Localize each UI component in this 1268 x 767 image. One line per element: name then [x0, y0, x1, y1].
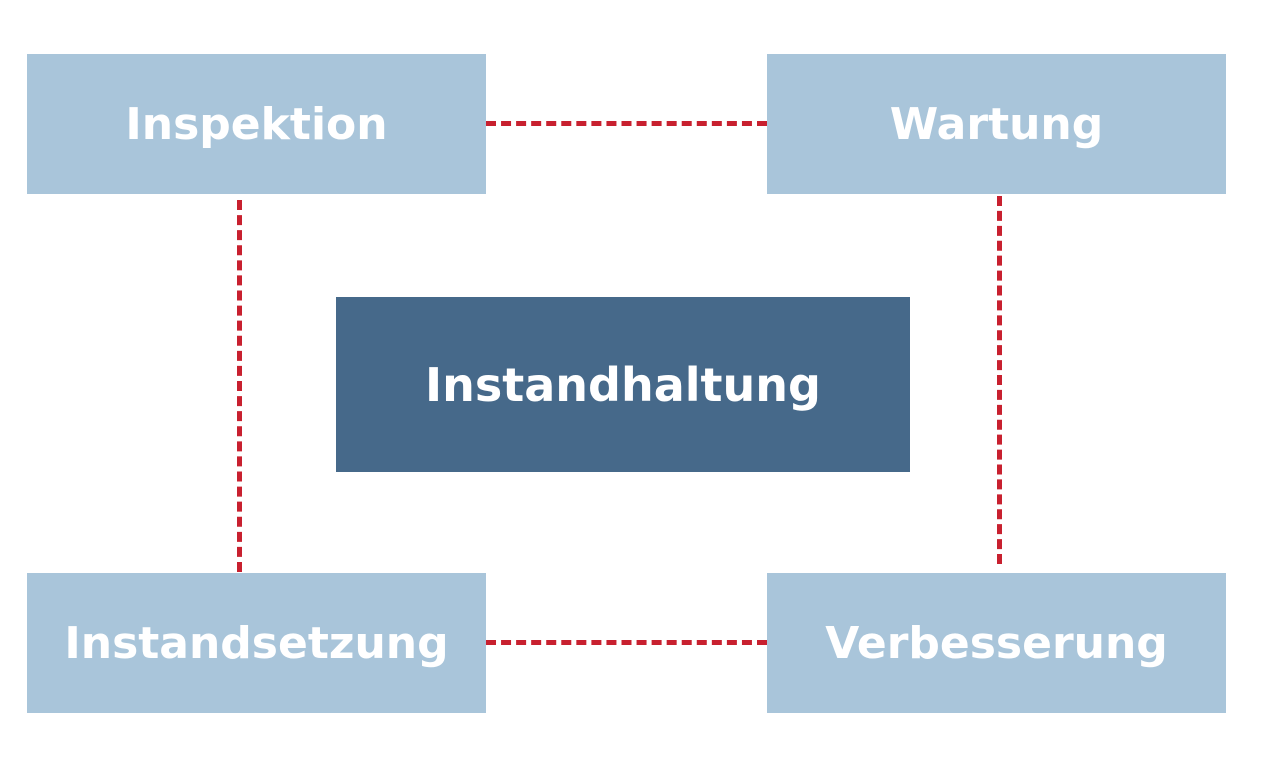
connector-inspektion-wartung	[486, 121, 767, 126]
node-wartung-label: Wartung	[889, 98, 1104, 150]
node-instandhaltung: Instandhaltung	[336, 297, 910, 472]
node-verbesserung: Verbesserung	[767, 573, 1226, 713]
node-wartung: Wartung	[767, 54, 1226, 194]
node-inspektion: Inspektion	[27, 54, 486, 194]
node-verbesserung-label: Verbesserung	[825, 617, 1168, 669]
node-instandsetzung-label: Instandsetzung	[64, 617, 449, 669]
connector-instandsetzung-verbesserung	[486, 640, 767, 645]
node-inspektion-label: Inspektion	[125, 98, 388, 150]
node-instandhaltung-label: Instandhaltung	[425, 357, 821, 412]
node-instandsetzung: Instandsetzung	[27, 573, 486, 713]
connector-wartung-verbesserung	[997, 196, 1002, 564]
connector-inspektion-instandsetzung	[237, 200, 242, 572]
